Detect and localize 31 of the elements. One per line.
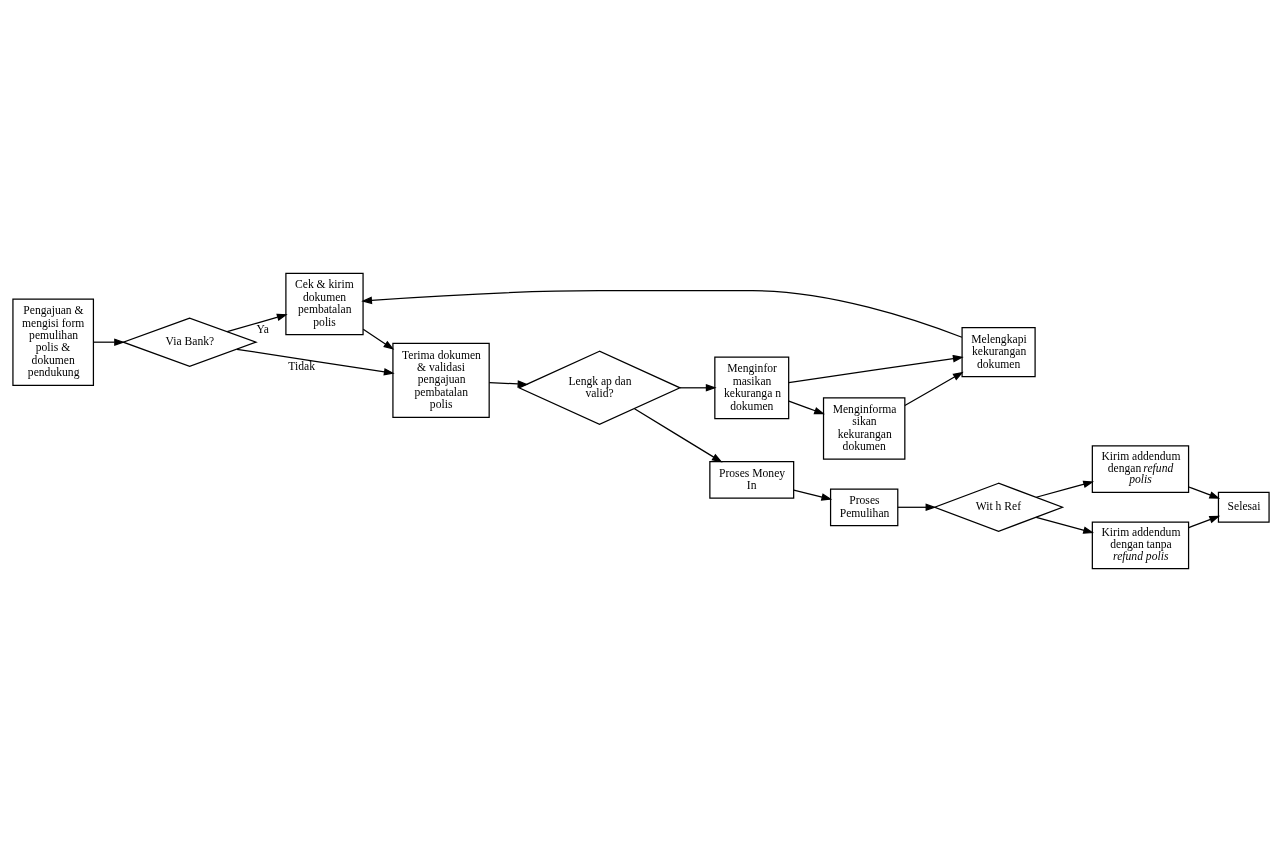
- arrow: [1188, 515, 1221, 528]
- node-box: Kirim addendum dengan tanpa refund polis: [1091, 521, 1190, 569]
- node-box: Proses Money In: [709, 460, 795, 499]
- node-box: Pengajuan & mengisi form pemulihan polis & dokumen pendukung: [12, 297, 95, 386]
- node-box: Terima dokumen & validasi pengajuan pembatalan polis: [392, 342, 490, 418]
- node-box: Menginforma sikan kekurangan dokumen: [822, 396, 906, 460]
- arrow: [1188, 485, 1221, 499]
- node-box: Selesai: [1217, 491, 1270, 523]
- arrow: [793, 489, 833, 501]
- edge-label: Ya: [256, 322, 269, 336]
- arrow: [361, 289, 963, 338]
- node-box: Proses Pemulihan: [829, 487, 899, 526]
- node-diamond: Via Bank?: [121, 316, 258, 367]
- edge-label: Tidak: [288, 359, 315, 373]
- node-box: Cek & kirim dokumen pembatalan polis: [285, 272, 364, 335]
- arrow: [897, 503, 937, 511]
- arrow: [1035, 480, 1095, 498]
- arrow: [1035, 516, 1095, 534]
- node-box: Melengkapi kekurangan dokumen: [961, 326, 1036, 377]
- arrow: [93, 337, 125, 346]
- arrow: [488, 379, 529, 388]
- arrow: [633, 407, 723, 463]
- arrow: [226, 313, 288, 332]
- arrow: [362, 328, 395, 350]
- node-box: Menginfor masikan kekuranga n dokumen: [714, 356, 790, 419]
- arrow: [679, 383, 717, 392]
- node-diamond: Wit h Ref: [932, 482, 1065, 532]
- arrow: [236, 348, 395, 375]
- arrow: [788, 354, 964, 383]
- arrow: [788, 400, 825, 414]
- arrow: [904, 371, 964, 406]
